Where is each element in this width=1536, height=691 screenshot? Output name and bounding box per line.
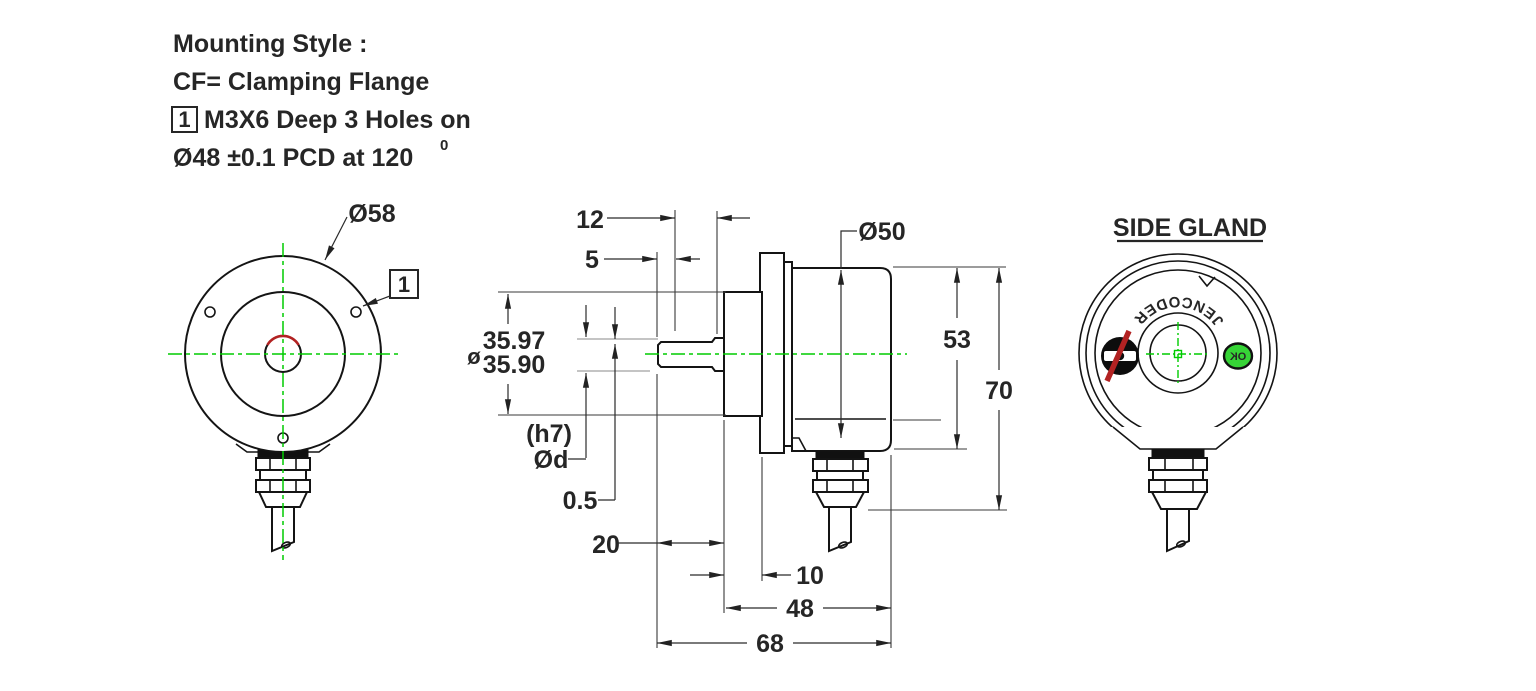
note-line-2: CF= Clamping Flange [173,68,429,96]
note-line-3: M3X6 Deep 3 Holes on [204,106,471,134]
callout-leader [362,295,391,307]
dim-53-label: 53 [943,326,971,354]
dim-dia50-label: Ø50 [858,218,905,246]
ok-badge-label: OK [1230,351,1247,363]
mounting-flange-plate [759,252,785,454]
gland-crosshair [1146,322,1210,386]
side-view: 12 5 Ø50 ø 35.97 35.90 (h7) Ød 0.5 20 10… [467,206,1013,658]
note-line-4: Ø48 ±0.1 PCD at 120 [173,144,413,172]
dim-5-label: 5 [585,246,599,274]
callout-number: 1 [398,272,410,297]
dim-48-label: 48 [786,595,814,623]
note-line-1: Mounting Style : [173,30,367,58]
notes-block: Mounting Style : CF= Clamping Flange 1 M… [171,30,471,172]
side-gland-view: SIDE GLAND JENCODER OK [1078,214,1278,553]
dim-3590-label: 35.90 [483,351,546,379]
dia58-leader [324,216,348,261]
note-marker-number: 1 [178,107,190,132]
dim-20-label: 20 [592,531,620,559]
dia58-label: Ø58 [348,200,395,228]
callout-box [389,269,419,299]
dim-10-label: 10 [796,562,824,590]
front-view: Ø58 1 [168,200,419,560]
dim-05-label: 0.5 [563,487,598,515]
prohibition-stripe [1104,329,1132,383]
index-notch [1198,275,1216,288]
side-gland-title: SIDE GLAND [1113,214,1267,242]
dim-70-label: 70 [985,377,1013,405]
no-screw-icon [1101,329,1139,383]
dia-symbol-label: ø [467,344,481,369]
extension-lines [498,210,1007,648]
dim-12-label: 12 [576,206,604,234]
ok-badge-icon: OK [1222,342,1254,370]
shaft-key-arc [266,334,300,346]
dim-3597-label: 35.97 [483,327,546,355]
side-outline [657,252,892,454]
dim-68-label: 68 [756,630,784,658]
dia-d-label: Ød [534,446,569,474]
gland-view-cable-gland [1148,449,1208,553]
note-marker-box [171,106,198,133]
side-cable [828,506,852,553]
base-shoulders [1112,426,1244,450]
side-cable-gland [812,451,869,553]
note-degree-superscript: 0 [440,137,448,154]
fit-h7-label: (h7) [526,420,572,448]
gland-seal-ring [815,451,865,460]
dimension-lines [504,214,1003,647]
gland-seal-ring [1151,449,1205,459]
